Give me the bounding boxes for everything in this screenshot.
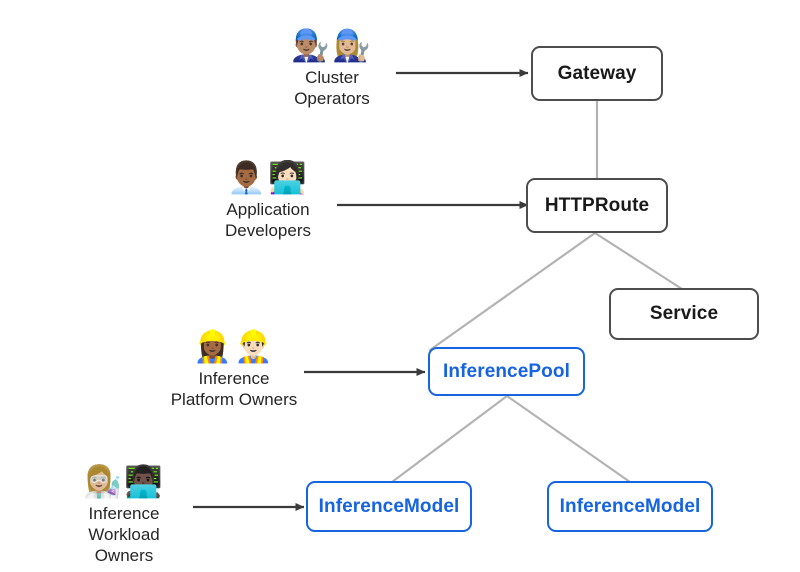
node-httproute[interactable]: HTTPRoute (526, 178, 668, 233)
edge-httproute-service (593, 231, 684, 291)
application-developers-icon: 👨🏾‍💼👩🏻‍💻 (227, 160, 309, 196)
node-httproute-label: HTTPRoute (544, 194, 650, 216)
persona-cluster-operators-label: Cluster Operators (294, 68, 370, 108)
persona-inference-workload-owners-label: Inference Workload Owners (88, 504, 160, 565)
node-service[interactable]: Service (609, 288, 759, 340)
node-inferencemodel-2-label: InferenceModel (559, 495, 701, 517)
edge-httproute-inferencepool (428, 231, 597, 352)
persona-inference-platform-owners[interactable]: 👷🏾‍♀️👷🏻‍♂️ Inference Platform Owners (168, 328, 300, 410)
node-inferencepool-label: InferencePool (443, 360, 570, 382)
node-inferencemodel-2[interactable]: InferenceModel (547, 481, 713, 532)
node-gateway[interactable]: Gateway (531, 46, 663, 101)
edge-inferencepool-inferencemodel-1 (390, 394, 509, 484)
node-inferencemodel-1-label: InferenceModel (318, 495, 460, 517)
inference-platform-owners-icon: 👷🏾‍♀️👷🏻‍♂️ (193, 329, 275, 365)
persona-application-developers-label: Application Developers (225, 200, 311, 240)
node-service-label: Service (649, 303, 719, 324)
edge-inferencepool-inferencemodel-2 (505, 394, 632, 484)
node-inferencemodel-1[interactable]: InferenceModel (306, 481, 472, 532)
inference-workload-owners-icon: 👩🏼‍🔬👨🏿‍💻 (83, 464, 165, 500)
persona-application-developers[interactable]: 👨🏾‍💼👩🏻‍💻 Application Developers (206, 159, 330, 241)
node-inferencepool[interactable]: InferencePool (428, 347, 585, 396)
persona-inference-platform-owners-label: Inference Platform Owners (170, 369, 298, 409)
cluster-operators-icon: 👨🏽‍🔧👩🏼‍🔧 (291, 28, 373, 64)
persona-inference-workload-owners[interactable]: 👩🏼‍🔬👨🏿‍💻 Inference Workload Owners (58, 463, 190, 566)
persona-cluster-operators[interactable]: 👨🏽‍🔧👩🏼‍🔧 Cluster Operators (270, 27, 394, 109)
node-gateway-label: Gateway (557, 62, 637, 84)
